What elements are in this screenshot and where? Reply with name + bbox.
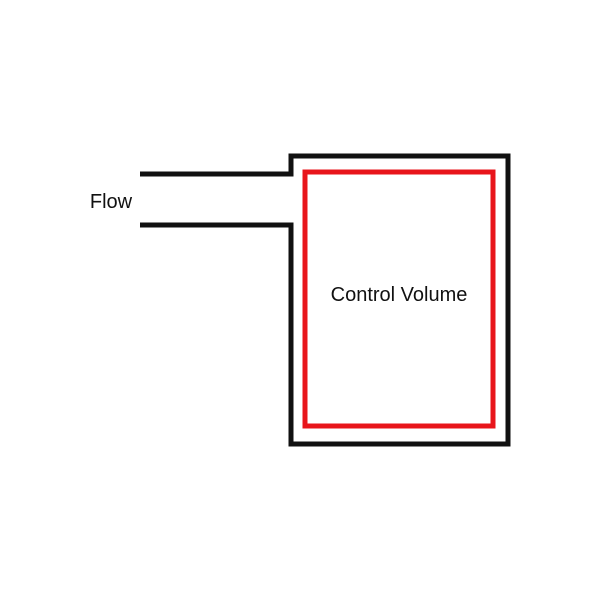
control-volume-label: Control Volume (331, 284, 468, 306)
control-volume-boundary (302, 169, 496, 429)
flow-label: Flow (90, 191, 133, 213)
vessel-outline (140, 153, 511, 447)
